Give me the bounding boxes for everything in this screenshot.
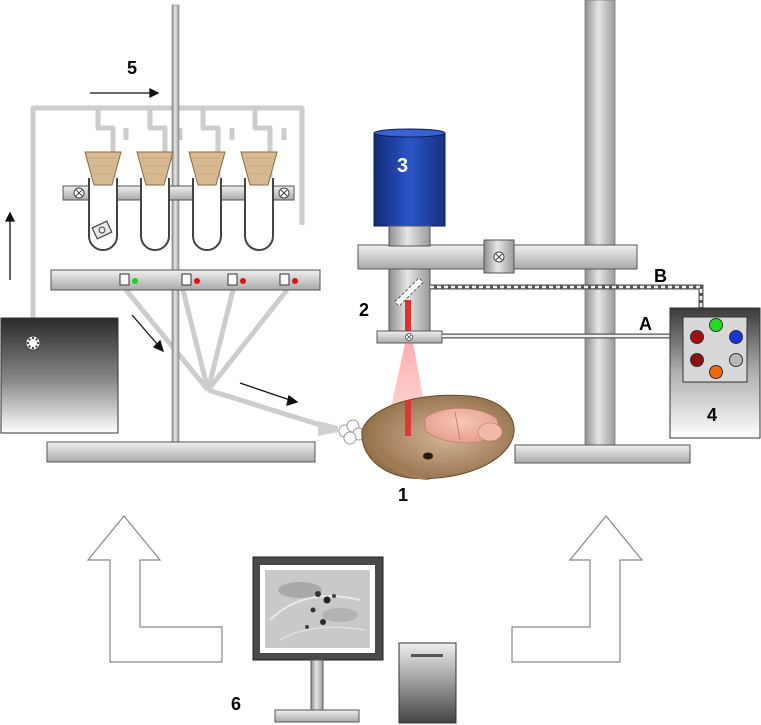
- camera-mount: [388, 225, 431, 247]
- computer-monitor: [252, 556, 384, 723]
- led-maroon: [690, 353, 704, 367]
- fiber-b: [430, 284, 704, 330]
- led-orange: [709, 365, 723, 379]
- objective-screw-icon: [405, 333, 413, 341]
- label-4: 4: [707, 405, 717, 425]
- arm-screw-icon: [493, 251, 505, 263]
- laser-beam: [405, 300, 411, 331]
- label-b: B: [654, 266, 667, 286]
- perfusion-tubing: [30, 105, 331, 431]
- rack-screw-icon: [73, 187, 290, 199]
- camera: 3: [373, 128, 446, 227]
- perfusion-nozzle: [318, 421, 338, 436]
- computer-tower: [398, 642, 457, 724]
- led-gray: [729, 353, 743, 367]
- pump-port-icon: [25, 335, 41, 351]
- perfusion-system: 5: [0, 4, 366, 463]
- monitor-neck: [310, 659, 324, 711]
- left-stand-base: [46, 441, 316, 463]
- dichroic-mirror: [394, 277, 424, 307]
- label-5: 5: [127, 58, 137, 78]
- valve-switches: [119, 273, 298, 286]
- right-stand-base: [514, 444, 691, 464]
- tube-stoppers: [84, 151, 278, 186]
- left-return-arrow: [86, 515, 223, 663]
- label-6: 6: [231, 694, 241, 714]
- mouse: 1: [361, 343, 515, 505]
- led-blue: [729, 330, 743, 344]
- led-green: [709, 318, 723, 332]
- monitor-foot: [274, 709, 360, 723]
- tube-rack-bar: [62, 185, 295, 201]
- left-stand-rod: [171, 4, 180, 443]
- label-a: A: [639, 314, 652, 334]
- imaging-stand: 3 2 A B: [357, 0, 704, 464]
- right-stand-rod: [584, 0, 616, 446]
- led-dark-red: [690, 330, 704, 344]
- label-1: 1: [398, 485, 408, 505]
- disk-drive-slot: [411, 654, 443, 657]
- flow-arrows: [4, 87, 299, 406]
- brain-image: [269, 582, 366, 641]
- label-3: 3: [397, 155, 408, 177]
- label-2: 2: [359, 300, 369, 320]
- monitor-screen: [265, 570, 370, 648]
- stir-bar-icon: [91, 220, 113, 240]
- pump-box: [0, 317, 119, 434]
- perfusion-puff: [338, 419, 366, 445]
- test-tubes: [88, 178, 274, 251]
- right-return-arrow: [511, 515, 644, 663]
- light-source-box: 4: [669, 307, 761, 439]
- laser-spot: [405, 400, 411, 436]
